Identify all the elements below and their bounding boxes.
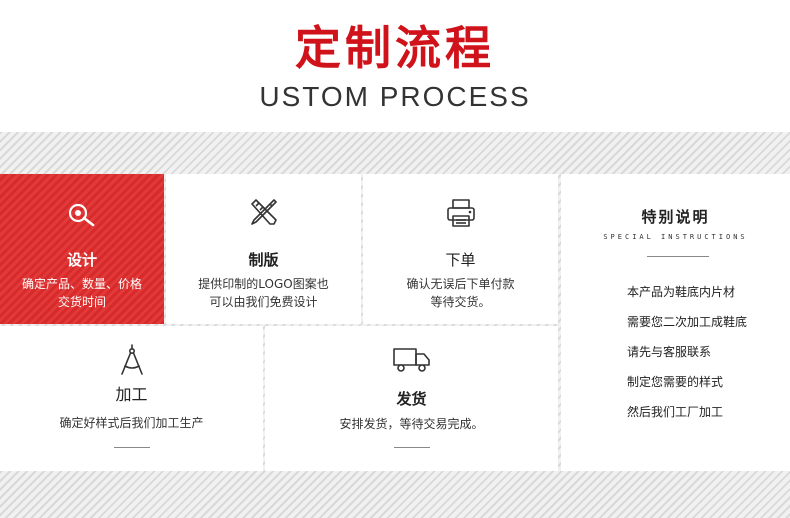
step-card-order: 下单 确认无误后下单付款 等待交货。 [363,174,558,324]
list-item: 需要您二次加工成鞋底 [627,315,748,329]
page-title: 定制流程 [295,21,495,75]
special-subtitle: SPECIAL INSTRUCTIONS [603,233,748,241]
step-desc-line2: 交货时间 [57,295,106,309]
special-title: 特别说明 [641,208,710,226]
step-card-shipping: 发货 安排发货，等待交易完成。 [265,326,558,471]
printer-icon [445,198,477,232]
list-item: 本产品为鞋底内片材 [627,285,736,299]
divider [113,447,150,448]
step-title: 下单 [445,251,476,269]
step-desc-line1: 确定好样式后我们加工生产 [59,416,204,430]
step-card-design: 设计 确定产品、数量、价格 交货时间 [0,174,164,324]
list-item: 然后我们工厂加工 [627,405,724,419]
truck-icon [392,346,432,378]
step-title: 制版 [248,251,279,269]
step-card-plate: 制版 提供印制的LOGO图案也 可以由我们免费设计 [166,174,361,324]
special-instructions-panel [561,174,790,471]
step-title: 发货 [396,390,427,408]
list-item: 请先与客服联系 [627,345,712,359]
step-desc-line2: 等待交货。 [430,295,491,309]
list-item: 制定您需要的样式 [627,375,724,389]
magnifier-icon [67,202,97,232]
compass-icon [119,344,145,380]
step-desc-line1: 安排发货，等待交易完成。 [339,417,484,431]
step-desc-line1: 确定产品、数量、价格 [21,277,142,291]
step-desc-line2: 可以由我们免费设计 [209,295,318,309]
step-title: 设计 [66,251,97,269]
header: 定制流程 USTOM PROCESS [0,0,790,132]
step-card-process: 加工 确定好样式后我们加工生产 [0,326,263,471]
step-desc-line1: 提供印制的LOGO图案也 [198,277,329,291]
pencil-ruler-icon [248,196,280,232]
divider [393,447,430,448]
step-title: 加工 [115,385,148,404]
step-desc-line1: 确认无误后下单付款 [406,277,515,291]
page-subtitle: USTOM PROCESS [259,81,531,112]
divider [647,256,709,257]
